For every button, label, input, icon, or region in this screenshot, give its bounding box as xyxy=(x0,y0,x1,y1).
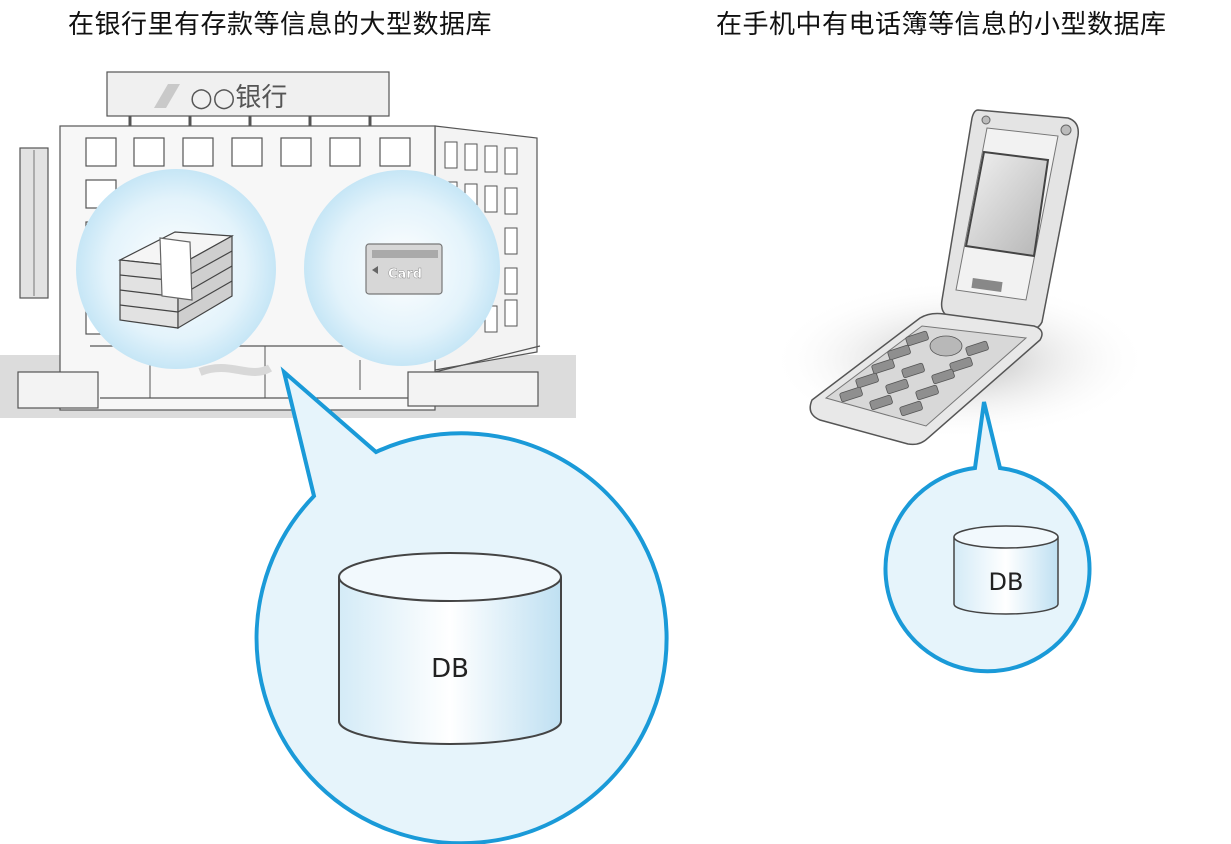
card-bubble: Card xyxy=(304,170,500,366)
cash-bubble xyxy=(76,169,276,369)
phone-database-icon: DB xyxy=(953,525,1059,615)
bank-caption: 在银行里有存款等信息的大型数据库 xyxy=(68,10,493,40)
phone-db-label: DB xyxy=(989,568,1024,596)
phone-screen xyxy=(964,150,1050,258)
phone-illustration xyxy=(770,109,1150,446)
phone-caption: 在手机中有电话簿等信息的小型数据库 xyxy=(716,10,1167,40)
cash-stack-icon xyxy=(117,231,235,330)
bank-sign-text: ○○银行 xyxy=(190,83,287,113)
phone-lower-half xyxy=(809,312,1043,446)
card-icon: Card xyxy=(365,243,443,295)
bank-db-callout: DB xyxy=(254,366,669,844)
bank-sign xyxy=(106,71,390,117)
bank-db-label: DB xyxy=(431,654,469,684)
phone-db-callout: DB xyxy=(883,401,1092,674)
card-label: Card xyxy=(388,267,422,282)
bank-database-icon: DB xyxy=(338,552,562,745)
phone-keypad xyxy=(839,330,989,417)
phone-upper-half xyxy=(940,109,1080,331)
